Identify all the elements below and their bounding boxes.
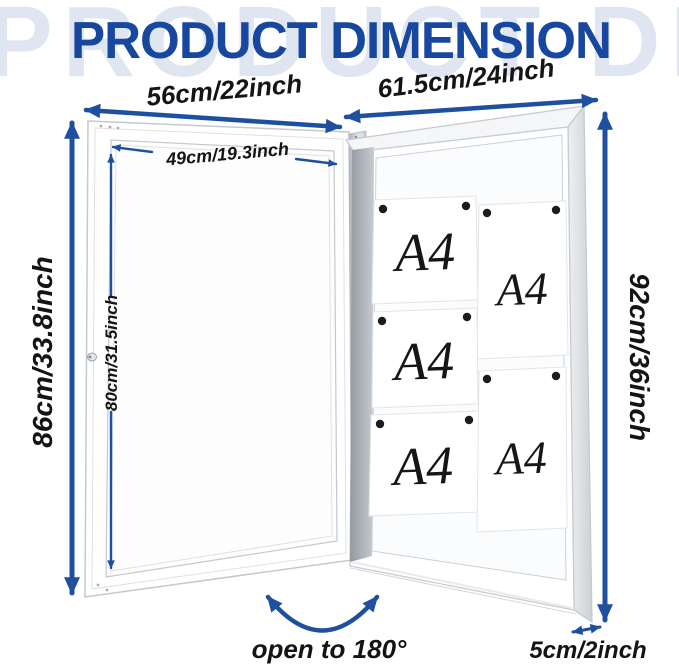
dim-label-cabinet-depth: 5cm/2inch xyxy=(529,637,646,664)
screw-icon xyxy=(108,125,112,129)
cabinet-bottom-shadow xyxy=(349,567,577,615)
dim-label-cabinet-height: 92cm/36inch xyxy=(624,273,655,441)
page-title: PRODUCT DIMENSION xyxy=(71,12,611,70)
paper-label: A4 xyxy=(492,432,548,485)
cabinet-left-edge xyxy=(350,147,374,562)
paper-sheet xyxy=(476,366,568,533)
pin-icon xyxy=(462,312,472,322)
a4-paper: A4 xyxy=(476,200,569,360)
door-lock-icon xyxy=(87,352,97,362)
dim-arrow-door-inner-width-left xyxy=(111,144,154,154)
door-board xyxy=(105,139,338,578)
dim-arrow-door-width xyxy=(83,103,343,134)
watermark-text: PRODUCT DIMENSION xyxy=(0,0,679,98)
dim-label-door-inner-height: 80cm/31.5inch xyxy=(102,295,121,411)
screw-icon xyxy=(116,126,120,130)
door-board-inner-line xyxy=(110,144,333,572)
pin-icon xyxy=(377,316,387,326)
pin-icon xyxy=(461,201,471,211)
screw-icon xyxy=(105,588,109,592)
cabinet-panel: A4 A4 A4 A4 A4 xyxy=(344,104,593,624)
dim-arrow-cabinet-depth xyxy=(571,624,602,635)
paper-label: A4 xyxy=(389,435,454,497)
a4-paper: A4 xyxy=(371,307,479,409)
paper-sheet xyxy=(371,307,479,409)
pin-icon xyxy=(375,419,385,429)
pin-icon xyxy=(482,208,492,218)
pin-icon xyxy=(551,205,561,215)
dim-arrow-cabinet-width xyxy=(343,93,599,124)
paper-label: A4 xyxy=(390,330,455,392)
pin-icon xyxy=(551,371,561,381)
pin-icon xyxy=(378,204,388,214)
pin-icon xyxy=(464,415,474,425)
open-arc-arrow xyxy=(265,594,380,633)
dim-arrow-door-inner-width-right xyxy=(294,157,338,167)
pin-icon xyxy=(482,374,492,384)
paper-label: A4 xyxy=(493,263,549,316)
door-frame-profile-line xyxy=(91,127,347,590)
a4-paper: A4 xyxy=(368,410,481,517)
cabinet-bottom-highlight xyxy=(351,561,573,609)
screw-icon xyxy=(99,124,103,128)
a4-paper: A4 xyxy=(371,195,479,305)
screw-icon xyxy=(96,583,100,587)
door-panel xyxy=(84,120,353,598)
dim-label-door-height: 86cm/33.8inch xyxy=(27,256,58,447)
a4-paper: A4 xyxy=(476,366,568,533)
paper-label: A4 xyxy=(391,221,456,283)
open-angle-label: open to 180° xyxy=(252,634,407,664)
paper-sheet xyxy=(476,200,569,360)
